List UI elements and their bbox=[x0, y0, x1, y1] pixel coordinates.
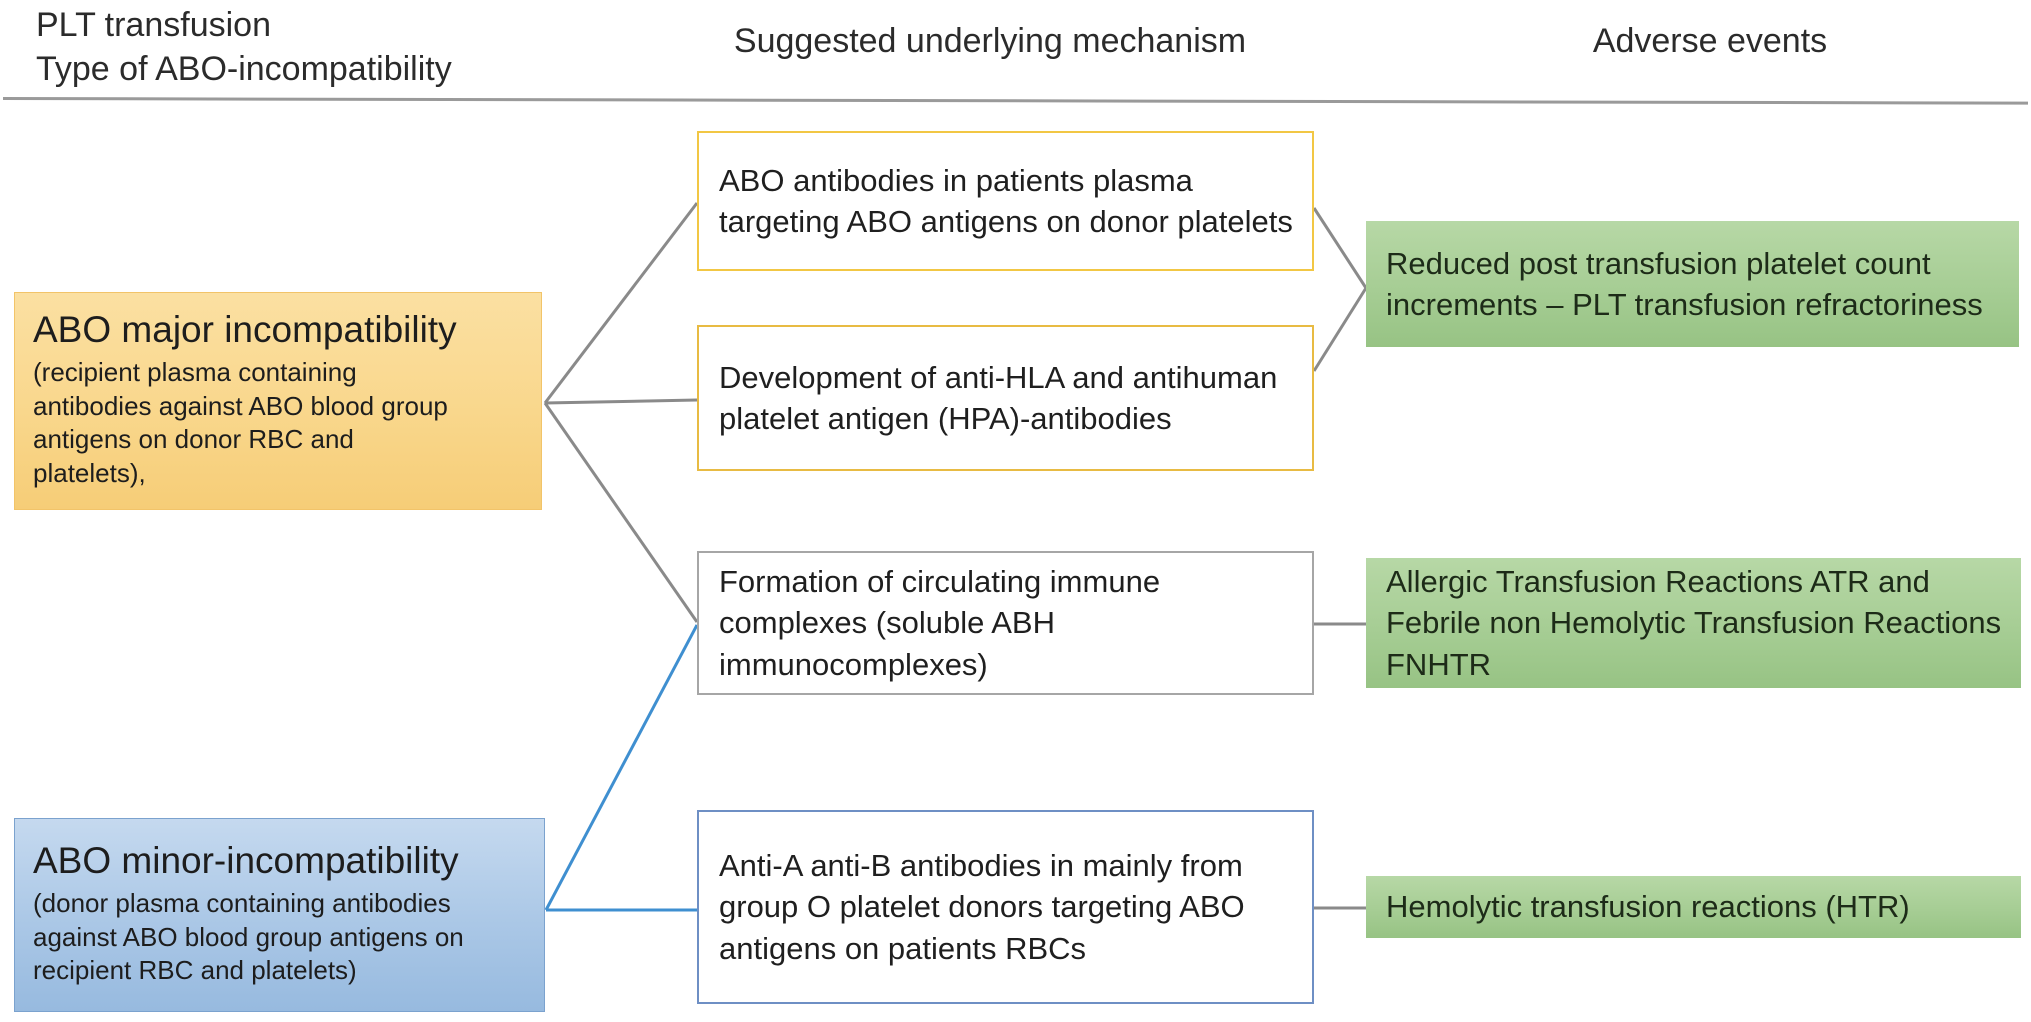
category-box-abo-minor[interactable]: ABO minor-incompatibility (donor plasma … bbox=[14, 818, 545, 1012]
mechanism-box-abo-antibodies[interactable]: ABO antibodies in patients plasma target… bbox=[697, 131, 1314, 271]
adverse-event-text-refractoriness: Reduced post transfusion platelet count … bbox=[1386, 245, 1983, 322]
category-subtitle-abo-minor: (donor plasma containing antibodies agai… bbox=[33, 887, 464, 986]
mechanism-text-abo-antibodies: ABO antibodies in patients plasma target… bbox=[719, 162, 1293, 239]
column-header-mechanism: Suggested underlying mechanism bbox=[733, 22, 1247, 60]
mechanism-box-anti-a-anti-b[interactable]: Anti-A anti-B antibodies in mainly from … bbox=[697, 810, 1314, 1004]
adverse-event-box-atr-fnhtr[interactable]: Allergic Transfusion Reactions ATR and F… bbox=[1366, 558, 2021, 688]
mechanism-text-anti-hla-hpa: Development of anti-HLA and antihuman pl… bbox=[719, 359, 1278, 436]
category-title-abo-minor: ABO minor-incompatibility bbox=[33, 839, 459, 881]
connector-major-to-mech3 bbox=[543, 402, 699, 623]
category-subtitle-abo-major: (recipient plasma containing antibodies … bbox=[33, 356, 448, 489]
mechanism-box-anti-hla-hpa[interactable]: Development of anti-HLA and antihuman pl… bbox=[697, 325, 1314, 471]
mechanism-text-anti-a-anti-b: Anti-A anti-B antibodies in mainly from … bbox=[719, 848, 1245, 966]
column-header-adverse-events: Adverse events bbox=[1592, 22, 1828, 60]
connector-major-to-mech1 bbox=[543, 202, 699, 404]
connector-minor-to-mech3 bbox=[544, 624, 699, 911]
adverse-event-text-atr-fnhtr: Allergic Transfusion Reactions ATR and F… bbox=[1386, 564, 2002, 682]
mechanism-box-immune-complexes[interactable]: Formation of circulating immune complexe… bbox=[697, 551, 1314, 695]
adverse-event-text-htr: Hemolytic transfusion reactions (HTR) bbox=[1386, 889, 1910, 925]
category-title-abo-major: ABO major incompatibility bbox=[33, 308, 457, 350]
column-header-transfusion-type: PLT transfusion Type of ABO-incompatibil… bbox=[36, 6, 452, 88]
connector-mech2-to-ae1 bbox=[1312, 287, 1368, 372]
mechanism-text-immune-complexes: Formation of circulating immune complexe… bbox=[719, 564, 1161, 682]
connector-major-to-mech2 bbox=[544, 398, 698, 405]
adverse-event-box-htr[interactable]: Hemolytic transfusion reactions (HTR) bbox=[1366, 876, 2021, 938]
category-box-abo-major[interactable]: ABO major incompatibility (recipient pla… bbox=[14, 292, 542, 510]
header-divider-rule bbox=[2, 97, 2028, 105]
connector-mech1-to-ae1 bbox=[1312, 207, 1368, 289]
adverse-event-box-refractoriness[interactable]: Reduced post transfusion platelet count … bbox=[1366, 221, 2019, 347]
